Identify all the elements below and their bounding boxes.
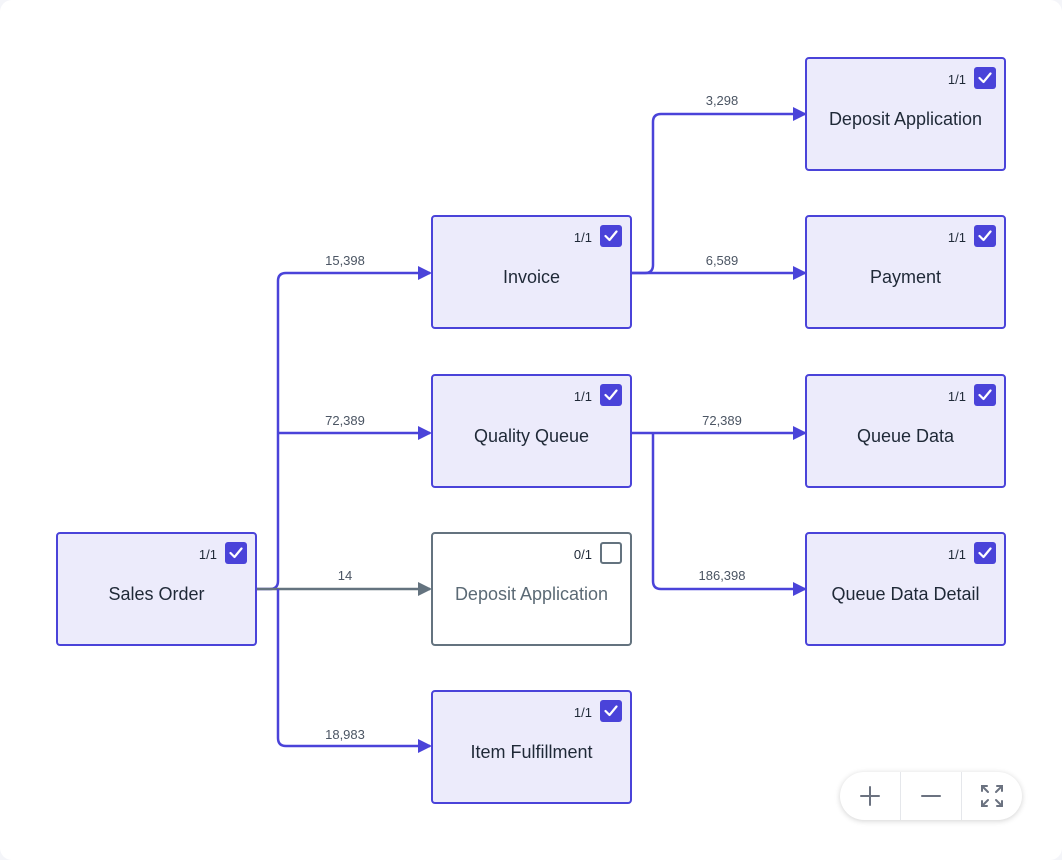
expand-icon bbox=[981, 785, 1003, 807]
node-count: 1/1 bbox=[573, 705, 592, 720]
edge-label: 18,983 bbox=[325, 727, 365, 742]
checkbox-checked-icon[interactable] bbox=[600, 700, 622, 722]
edge-label: 72,389 bbox=[325, 413, 365, 428]
node-invoice[interactable]: 1/1 Invoice bbox=[431, 215, 632, 329]
node-count: 1/1 bbox=[947, 547, 966, 562]
node-count: 1/1 bbox=[947, 230, 966, 245]
node-count: 1/1 bbox=[947, 72, 966, 87]
node-deposit-application[interactable]: 1/1 Deposit Application bbox=[805, 57, 1006, 171]
edge-label: 14 bbox=[338, 568, 352, 583]
fit-view-button[interactable] bbox=[961, 772, 1022, 820]
edge-label: 6,589 bbox=[706, 253, 739, 268]
edge-label: 186,398 bbox=[699, 568, 746, 583]
node-title: Payment bbox=[869, 267, 942, 287]
checkbox-checked-icon[interactable] bbox=[974, 384, 996, 406]
node-deposit-application-inactive[interactable]: 0/1 Deposit Application bbox=[431, 532, 632, 646]
checkbox-unchecked-icon[interactable] bbox=[600, 542, 622, 564]
edge-label: 72,389 bbox=[702, 413, 742, 428]
node-sales-order[interactable]: 1/1 Sales Order bbox=[56, 532, 257, 646]
node-count: 1/1 bbox=[573, 389, 592, 404]
edge-label: 3,298 bbox=[706, 93, 739, 108]
node-item-fulfillment[interactable]: 1/1 Item Fulfillment bbox=[431, 690, 632, 804]
checkbox-checked-icon[interactable] bbox=[974, 225, 996, 247]
checkbox-checked-icon[interactable] bbox=[600, 225, 622, 247]
node-title: Invoice bbox=[502, 267, 561, 287]
node-quality-queue[interactable]: 1/1 Quality Queue bbox=[431, 374, 632, 488]
node-title: Item Fulfillment bbox=[470, 742, 593, 762]
edge-sales-order-item-fulfillment[interactable] bbox=[276, 589, 432, 753]
zoom-out-button[interactable] bbox=[900, 772, 961, 820]
node-count: 0/1 bbox=[573, 547, 592, 562]
zoom-in-button[interactable] bbox=[840, 772, 900, 820]
node-title: Quality Queue bbox=[473, 426, 590, 446]
checkbox-checked-icon[interactable] bbox=[225, 542, 247, 564]
node-title: Queue Data bbox=[856, 426, 955, 446]
node-title: Deposit Application bbox=[454, 584, 609, 604]
node-payment[interactable]: 1/1 Payment bbox=[805, 215, 1006, 329]
checkbox-checked-icon[interactable] bbox=[974, 67, 996, 89]
node-title: Queue Data Detail bbox=[831, 584, 980, 604]
node-count: 1/1 bbox=[947, 389, 966, 404]
checkbox-checked-icon[interactable] bbox=[600, 384, 622, 406]
node-count: 1/1 bbox=[573, 230, 592, 245]
node-title: Sales Order bbox=[108, 584, 205, 604]
zoom-controls bbox=[840, 772, 1022, 820]
node-queue-data[interactable]: 1/1 Queue Data bbox=[805, 374, 1006, 488]
edge-sales-order-invoice[interactable] bbox=[256, 266, 432, 591]
edge-invoice-deposit-application[interactable] bbox=[630, 107, 807, 275]
minus-icon bbox=[921, 795, 941, 797]
node-count: 1/1 bbox=[198, 547, 217, 562]
plus-icon bbox=[860, 786, 880, 806]
edge-quality-queue-queue-data-detail[interactable] bbox=[651, 433, 807, 596]
checkbox-checked-icon[interactable] bbox=[974, 542, 996, 564]
node-queue-data-detail[interactable]: 1/1 Queue Data Detail bbox=[805, 532, 1006, 646]
edge-label: 15,398 bbox=[325, 253, 365, 268]
node-title: Deposit Application bbox=[828, 109, 983, 129]
